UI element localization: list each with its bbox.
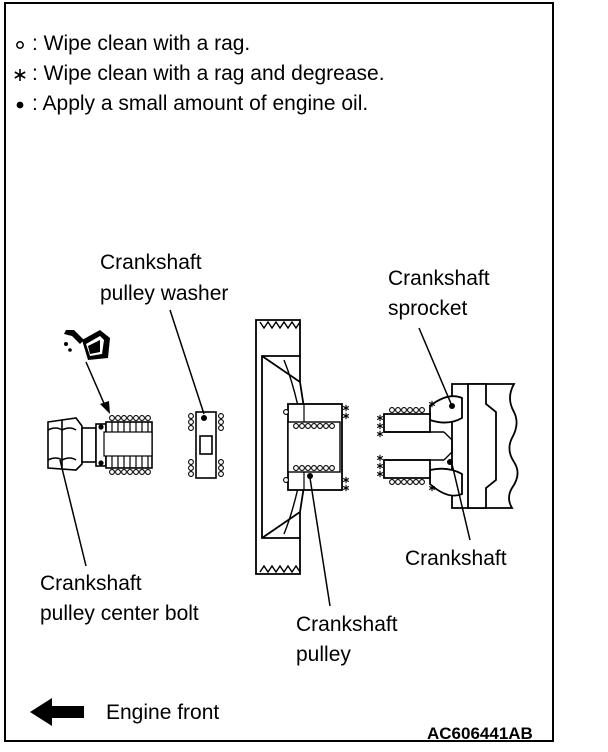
figure-code: AC606441AB bbox=[427, 724, 533, 743]
bolt-thread-oil-marks bbox=[98, 424, 104, 466]
engine-front-label: Engine front bbox=[106, 701, 220, 724]
label-sprocket-line2: sprocket bbox=[388, 297, 468, 320]
engine-front-arrow-icon bbox=[30, 698, 84, 726]
crankshaft-pulley-center-bolt bbox=[47, 417, 153, 471]
open-circle-icon bbox=[16, 41, 24, 49]
oil-arrowhead bbox=[100, 401, 110, 414]
label-pulley-line2: pulley bbox=[296, 643, 351, 666]
oil-leader-line bbox=[85, 361, 107, 409]
crankshaft-pulley bbox=[255, 319, 343, 575]
shaft-oil-mark bbox=[447, 459, 453, 465]
asterisk-icon bbox=[14, 69, 26, 81]
label-sprocket-line1: Crankshaft bbox=[388, 267, 490, 290]
label-crankshaft: Crankshaft bbox=[405, 547, 507, 570]
washer-oil-mark bbox=[201, 415, 207, 421]
label-washer-line1: Crankshaft bbox=[100, 251, 202, 274]
pulley-degrease-marks bbox=[342, 404, 350, 492]
label-pulley-line1: Crankshaft bbox=[296, 613, 398, 636]
legend-text: : Wipe clean with a rag and degrease. bbox=[32, 62, 385, 85]
pulley-oil-mark bbox=[307, 473, 313, 479]
label-leader-lines bbox=[59, 309, 471, 607]
label-washer-line2: pulley washer bbox=[100, 282, 229, 305]
oil-can-icon bbox=[64, 330, 110, 360]
label-bolt-line1: Crankshaft bbox=[40, 572, 142, 595]
legend-text: : Wipe clean with a rag. bbox=[32, 32, 251, 55]
legend-text: : Apply a small amount of engine oil. bbox=[32, 92, 369, 115]
label-bolt-line2: pulley center bolt bbox=[40, 602, 199, 625]
filled-circle-icon bbox=[16, 101, 24, 109]
crankshaft-pulley-washer bbox=[195, 411, 217, 479]
